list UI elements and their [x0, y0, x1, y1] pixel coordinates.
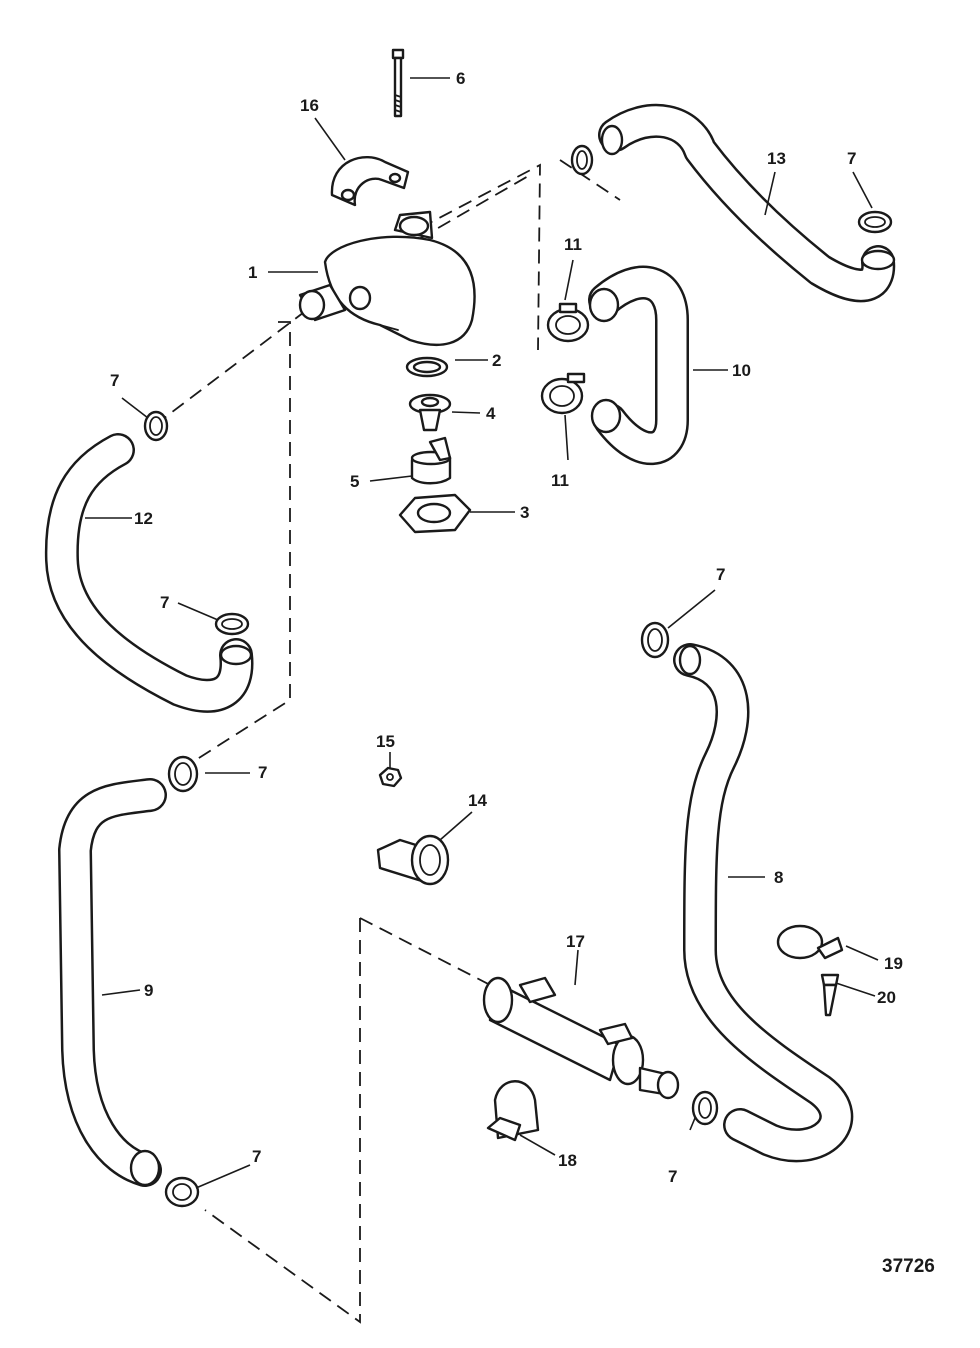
callout-7: 7: [668, 1167, 677, 1186]
callout-7: 7: [716, 565, 725, 584]
hose-clamp-11: [546, 302, 590, 343]
callout-5: 5: [350, 472, 359, 491]
callout-9: 9: [144, 981, 153, 1000]
callout-16: 16: [300, 96, 319, 115]
hose-10: [588, 265, 689, 466]
clamp-bracket-16: [330, 156, 410, 207]
callout-19: 19: [884, 954, 903, 973]
routing-lines: [154, 159, 621, 1324]
hose-clamp: [691, 1090, 719, 1126]
bracket-14: [376, 834, 450, 886]
callout-8: 8: [774, 868, 783, 887]
callout-10: 10: [732, 361, 751, 380]
bolt-6: [391, 48, 405, 118]
clamp-19: [776, 924, 844, 960]
screw-20: [820, 973, 840, 1017]
hose-clamp: [857, 210, 893, 234]
callout-2: 2: [492, 351, 501, 370]
sleeve-5: [410, 436, 452, 485]
nut-15: [378, 766, 403, 788]
callout-7: 7: [160, 593, 169, 612]
hose-9: [58, 778, 167, 1187]
gasket-3: [398, 493, 472, 534]
thermostat-4: [408, 393, 452, 432]
callout-11: 11: [564, 235, 582, 254]
callout-7: 7: [110, 371, 119, 390]
clamp-18: [486, 1080, 540, 1142]
callout-15: 15: [376, 732, 395, 751]
callout-12: 12: [134, 509, 153, 528]
thermostat-housing: [298, 210, 476, 347]
callout-17: 17: [566, 932, 585, 951]
callout-3: 3: [520, 503, 529, 522]
figure-number: 37726: [882, 1256, 935, 1277]
callout-4: 4: [486, 404, 496, 423]
callouts: 1 2 3 4 5 6 7 7 7 7 7 7 7 8 9 10 11 11 1…: [110, 69, 903, 1186]
callout-7: 7: [252, 1147, 261, 1166]
hose-clamp: [167, 755, 199, 793]
heat-exchanger-17: [482, 976, 680, 1100]
leader-lines: [85, 77, 879, 1189]
callout-7: 7: [258, 763, 267, 782]
hose-clamp: [214, 612, 250, 636]
callout-20: 20: [877, 988, 896, 1007]
callout-13: 13: [767, 149, 786, 168]
callout-14: 14: [468, 791, 487, 810]
hose-clamp-11: [540, 372, 586, 415]
hose-12: [44, 433, 254, 713]
callout-11: 11: [551, 471, 569, 490]
hose-clamp: [164, 1176, 200, 1208]
hose-8: [673, 643, 854, 1163]
gasket-2: [405, 356, 449, 378]
callout-6: 6: [456, 69, 465, 88]
callout-7: 7: [847, 149, 856, 168]
callout-1: 1: [248, 263, 257, 282]
callout-18: 18: [558, 1151, 577, 1170]
hose-13: [598, 103, 896, 303]
hose-clamp: [570, 144, 594, 176]
hose-clamp: [143, 410, 169, 442]
hose-clamp: [640, 621, 670, 659]
